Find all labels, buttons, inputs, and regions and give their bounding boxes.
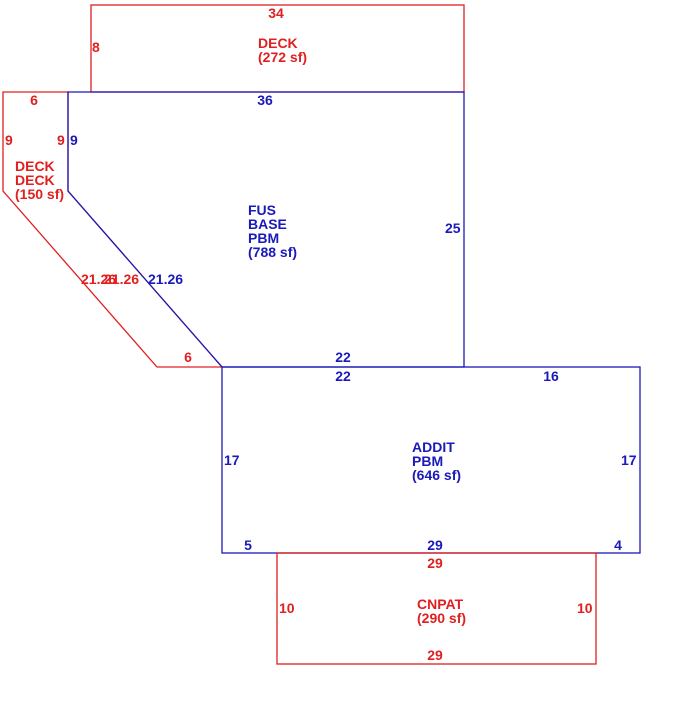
base-label-3: PBM (248, 230, 279, 246)
cnpat-area-label: (290 sf) (417, 610, 466, 626)
side-deck-label-1: DECK (15, 158, 55, 174)
base-area-label: (788 sf) (248, 244, 297, 260)
base-dim-right: 25 (445, 220, 461, 236)
base-dim-top: 36 (257, 92, 273, 108)
cnpat-label: CNPAT (417, 596, 464, 612)
top-deck-dim-top: 34 (268, 5, 284, 21)
side-deck-dim-right: 9 (57, 132, 65, 148)
addit-area-label: (646 sf) (412, 467, 461, 483)
side-deck-area[interactable]: 6 9 9 DECK DECK (150 sf) 21.26 21.26 6 (2, 91, 224, 368)
addit-dim-right: 17 (621, 452, 637, 468)
side-deck-area-label: (150 sf) (15, 186, 64, 202)
side-deck-dim-diag-inner: 21.26 (104, 271, 139, 287)
cnpat-dim-left: 10 (279, 600, 295, 616)
side-deck-dim-diag-outer: 21.26 (81, 271, 116, 287)
addit-label-1: ADDIT (412, 439, 455, 455)
side-deck-dim-bottom: 6 (184, 349, 192, 365)
cnpat-area[interactable]: 29 10 10 29 CNPAT (290 sf) (276, 552, 597, 665)
cnpat-outline (276, 552, 597, 665)
top-deck-label: DECK (258, 35, 298, 51)
cnpat-dim-right: 10 (577, 600, 593, 616)
base-label-1: FUS (248, 202, 276, 218)
cnpat-dim-bottom: 29 (427, 647, 443, 663)
side-deck-dim-top: 6 (30, 92, 38, 108)
cnpat-dim-top: 29 (427, 555, 443, 571)
top-deck-dim-left: 8 (92, 39, 100, 55)
base-label-2: BASE (248, 216, 287, 232)
base-dim-bottom: 22 (335, 349, 351, 365)
side-deck-outline (2, 91, 224, 368)
addit-dim-top-left: 22 (335, 368, 351, 384)
side-deck-dim-left: 9 (5, 132, 13, 148)
base-area[interactable]: 36 9 25 21.26 22 FUS BASE PBM (788 sf) (67, 91, 465, 368)
side-deck-label-2: DECK (15, 172, 55, 188)
addit-dim-left: 17 (224, 452, 240, 468)
addit-dim-top-right: 16 (543, 368, 559, 384)
addit-dim-bottom-left: 5 (244, 537, 252, 553)
base-dim-left: 9 (70, 132, 78, 148)
addit-dim-bottom-mid: 29 (427, 537, 443, 553)
addit-dim-bottom-right: 4 (614, 537, 622, 553)
addit-label-2: PBM (412, 453, 443, 469)
base-dim-diag: 21.26 (148, 271, 183, 287)
top-deck-area[interactable]: 34 8 DECK (272 sf) (90, 4, 465, 93)
top-deck-area-label: (272 sf) (258, 49, 307, 65)
addit-area[interactable]: 22 16 17 17 5 29 4 ADDIT PBM (646 sf) (221, 366, 641, 554)
